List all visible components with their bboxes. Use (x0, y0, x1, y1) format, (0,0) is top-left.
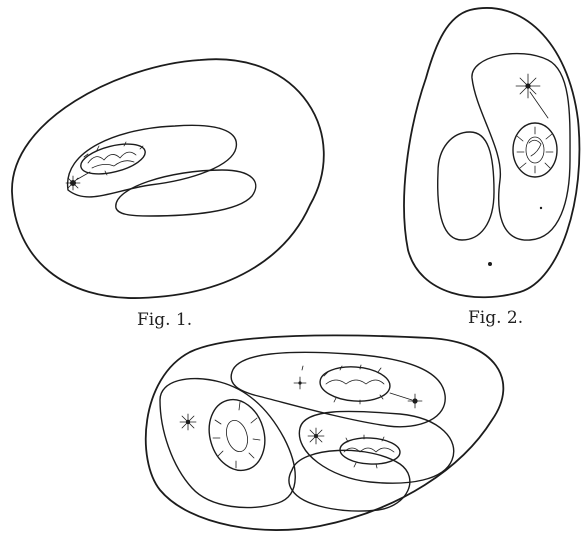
fig2-lower-cell (438, 132, 494, 240)
fig3-left-cell (160, 379, 295, 508)
fig2-centrosome (516, 74, 548, 118)
fig2-granule (488, 262, 492, 266)
fig2-outer-envelope (404, 8, 579, 297)
fig2-upper-cell (472, 54, 570, 241)
fig1-nucleus (78, 138, 148, 179)
figure-2 (404, 8, 579, 297)
fig3-nucleus-top (319, 365, 391, 404)
fig3-centrosome-left (180, 414, 196, 430)
fig3-outer-envelope (146, 335, 504, 530)
fig1-outer-envelope (12, 59, 324, 298)
figure-1 (12, 59, 324, 298)
fig3-centrosome-mid (308, 428, 324, 444)
figure-1-caption: Fig. 1. (137, 310, 192, 330)
fig3-nucleus-left (201, 393, 273, 477)
figure-3 (146, 335, 504, 530)
fig3-centrosome-top (294, 366, 306, 389)
fig3-centrosome-right (390, 393, 422, 408)
figure-2-caption: Fig. 2. (468, 308, 523, 328)
fig1-lower-cell (116, 170, 256, 216)
fig3-right-cell (299, 411, 453, 483)
fig3-nucleus-right (339, 435, 400, 468)
fig1-upper-cell (68, 125, 237, 197)
fig1-centrosome (66, 172, 90, 190)
fig2-granule-small (540, 207, 542, 209)
fig2-nucleus (513, 123, 557, 177)
